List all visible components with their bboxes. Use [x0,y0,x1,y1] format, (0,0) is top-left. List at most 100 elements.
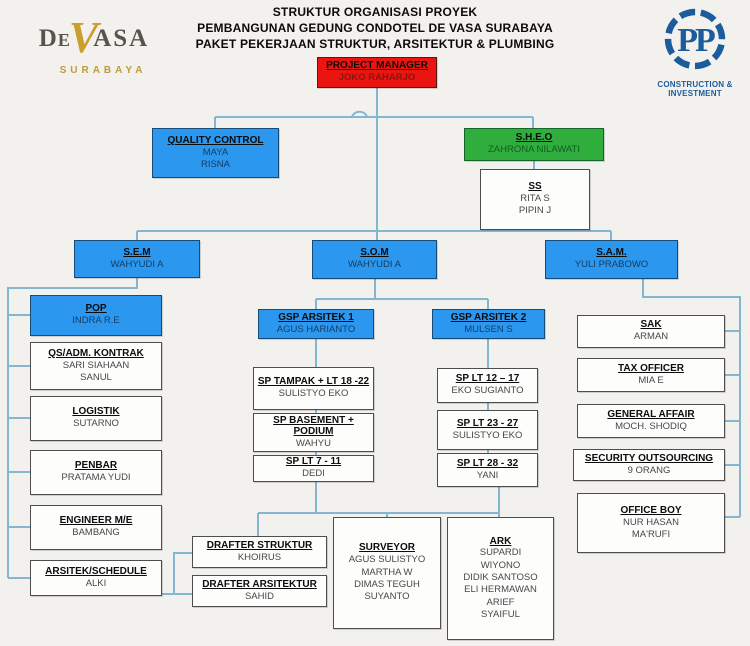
role-title: OFFICE BOY [620,504,682,516]
person-name: ELI HERMAWAN [464,584,537,596]
person-name: SAHID [244,590,275,602]
person-name: SUTARNO [73,418,119,430]
pp-logo: PP CONSTRUCTION & INVESTMENT [645,6,745,98]
person-name: WAHYU [295,438,331,450]
devasa-logo: DeVASA SURABAYA [14,12,174,76]
org-box-pop: POP INDRA R.E [30,295,162,336]
title-line-3: PAKET PEKERJAAN STRUKTUR, ARSITEKTUR & P… [195,36,555,51]
role-title: GSP ARSITEK 2 [450,311,527,323]
org-box-ark: ARK SUPARDI WIYONO DIDIK SANTOSO ELI HER… [447,517,554,640]
org-box-som: S.O.M WAHYUDI A [312,240,437,279]
role-title: SP LT 23 - 27 [456,417,519,429]
person-name: AGUS HARIANTO [276,323,356,335]
role-title: DRAFTER ARSITEKTUR [202,578,317,590]
org-box-logistik: LOGISTIK SUTARNO [30,396,162,441]
person-name: KHOIRUS [237,551,282,563]
org-box-quality-control: QUALITY CONTROL MAYA RISNA [152,128,279,178]
person-name: YANI [476,469,499,481]
person-name: RITA S [520,193,550,205]
person-name: MIA E [638,374,664,386]
role-title: SP TAMPAK + LT 18 -22 [257,376,370,388]
role-title: ARK [489,535,512,547]
person-name: SUPARDI [479,547,522,559]
person-name: MOCH. SHODIQ [615,420,687,432]
role-title: S.E.M [123,246,151,258]
role-title: SAK [640,319,662,331]
org-box-sp-lt-12-17: SP LT 12 – 17 EKO SUGIANTO [437,368,538,403]
person-name: RISNA [200,158,231,170]
person-name: ARMAN [633,331,669,343]
person-name: MULSEN S [464,323,513,335]
org-box-arsitek-schedule: ARSITEK/SCHEDULE ALKI [30,560,162,596]
person-name: SULISTYO EKO [278,388,349,400]
person-name: YULI PRABOWO [574,259,649,271]
person-name: SUYANTO [364,591,410,603]
role-title: ARSITEK/SCHEDULE [45,565,147,577]
org-box-ss: SS RITA S PIPIN J [480,169,590,230]
page-title: STRUKTUR ORGANISASI PROYEK PEMBANGUNAN G… [150,5,600,52]
devasa-wordmark: DeVASA [14,12,174,63]
devasa-subtitle: SURABAYA [59,65,147,76]
role-title: QUALITY CONTROL [167,134,264,146]
org-box-office-boy: OFFICE BOY NUR HASAN MA'RUFI [577,493,725,553]
role-title: SP LT 12 – 17 [455,373,520,385]
person-name: PIPIN J [518,205,552,217]
role-title: ENGINEER M/E [59,515,133,527]
org-box-drafter-arsitektur: DRAFTER ARSITEKTUR SAHID [192,575,327,607]
person-name: DIDIK SANTOSO [463,572,538,584]
pp-subtitle: CONSTRUCTION & INVESTMENT [657,80,733,98]
person-name: WIYONO [480,559,521,571]
role-title: QS/ADM. KONTRAK [48,347,144,359]
person-name: WAHYUDI A [348,259,401,271]
person-name: INDRA R.E [72,315,120,327]
person-name: ZAHRONA NILAWATI [487,144,581,156]
org-box-security-outsourcing: SECURITY OUTSOURCING 9 ORANG [573,449,725,481]
role-title: GSP ARSITEK 1 [278,311,354,323]
role-title: S.H.E.O [515,132,553,144]
role-title: SP BASEMENT + PODIUM [273,414,354,438]
role-title: LOGISTIK [72,406,120,418]
person-name: EKO SUGIANTO [451,385,524,397]
role-title: DRAFTER STRUKTUR [206,539,313,551]
person-name: MA'RUFI [631,528,671,540]
role-title: SP LT 28 - 32 [456,457,519,469]
org-box-sp-lt-23-27: SP LT 23 - 27 SULISTYO EKO [437,410,538,450]
org-box-sp-basement-podium: SP BASEMENT + PODIUM WAHYU [253,413,374,452]
role-title: SS [528,181,542,193]
role-title: PENBAR [74,460,118,472]
person-name: DEDI [302,468,325,480]
org-box-sak: SAK ARMAN [577,315,725,348]
role-title: SP LT 7 - 11 [285,456,342,468]
person-name: ARIEF [486,596,515,608]
org-box-general-affair: GENERAL AFFAIR MOCH. SHODIQ [577,404,725,438]
title-line-2: PEMBANGUNAN GEDUNG CONDOTEL DE VASA SURA… [197,20,553,35]
org-box-sp-tampak: SP TAMPAK + LT 18 -22 SULISTYO EKO [253,367,374,410]
org-box-sp-lt-28-32: SP LT 28 - 32 YANI [437,453,538,487]
devasa-asa: ASA [93,25,150,52]
devasa-gold-v-icon: V [68,13,99,62]
org-box-surveyor: SURVEYOR AGUS SULISTYO MARTHA W DIMAS TE… [333,517,441,629]
title-line-1: STRUKTUR ORGANISASI PROYEK [272,5,478,19]
person-name: SULISTYO EKO [452,429,523,441]
person-name: AGUS SULISTYO [348,554,426,566]
person-name: SARI SIAHAAN [62,359,130,371]
org-box-sem: S.E.M WAHYUDI A [74,240,200,278]
person-name: JOKO RAHARJO [338,72,416,84]
person-name: NUR HASAN [623,516,679,528]
role-title: S.O.M [360,247,389,259]
org-box-penbar: PENBAR PRATAMA YUDI [30,450,162,495]
org-box-project-manager: PROJECT MANAGER JOKO RAHARJO [317,57,437,88]
org-box-drafter-struktur: DRAFTER STRUKTUR KHOIRUS [192,536,327,568]
person-name: PRATAMA YUDI [61,472,131,484]
person-name: SANUL [80,371,112,383]
pp-monogram: PP [677,22,715,59]
org-box-qs-adm-kontrak: QS/ADM. KONTRAK SARI SIAHAAN SANUL [30,342,162,390]
person-name: BAMBANG [72,527,120,539]
devasa-de: De [38,25,71,52]
org-box-sheo: S.H.E.O ZAHRONA NILAWATI [464,128,604,161]
person-name: 9 ORANG [627,464,671,476]
role-title: TAX OFFICER [618,362,684,374]
role-title: S.A.M. [596,247,627,259]
org-box-engineer-me: ENGINEER M/E BAMBANG [30,505,162,550]
